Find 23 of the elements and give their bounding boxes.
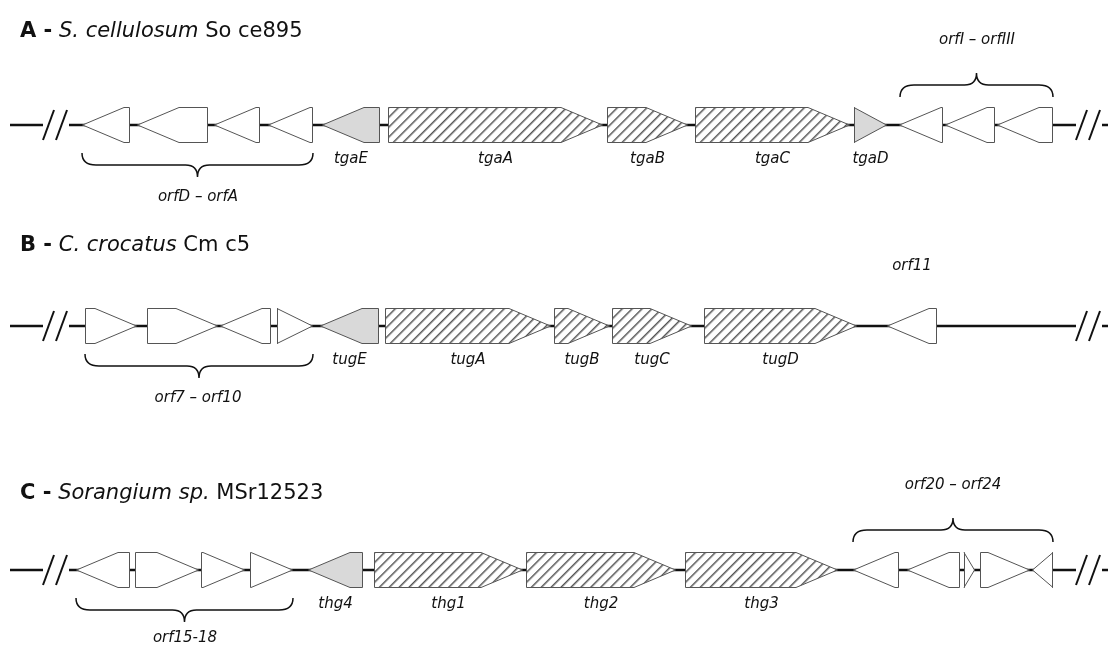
region-label: orfI – orfIII — [939, 30, 1015, 48]
region-label: orf7 – orf10 — [154, 388, 242, 406]
gene-label: tgaA — [478, 149, 513, 167]
gene-label: thg4 — [318, 594, 353, 612]
gene-label: tgaB — [630, 149, 665, 167]
gene-label: tgaE — [333, 149, 369, 167]
panel-heading: B - C. crocatus Cm c5 — [20, 232, 251, 256]
gene-label: tgaC — [754, 149, 791, 167]
gene-label: tugE — [332, 350, 367, 368]
gene-label: tugD — [762, 350, 799, 368]
region-label: orf20 – orf24 — [904, 475, 1002, 493]
region-label: orfD – orfA — [157, 187, 239, 205]
gene-label: tgaD — [852, 149, 889, 167]
region-label: orf15-18 — [152, 628, 218, 646]
gene-label: thg3 — [744, 594, 779, 612]
gene-label: thg2 — [583, 594, 619, 612]
gene-label: tugC — [634, 350, 670, 368]
gene-label: tugA — [450, 350, 486, 368]
gene-label: orf11 — [892, 256, 932, 274]
panel-heading: A - S. cellulosum So ce895 — [20, 18, 303, 42]
panel-heading: C - Sorangium sp. MSr12523 — [20, 480, 324, 504]
gene-label: tugB — [564, 350, 600, 368]
gene-label: thg1 — [431, 594, 466, 612]
